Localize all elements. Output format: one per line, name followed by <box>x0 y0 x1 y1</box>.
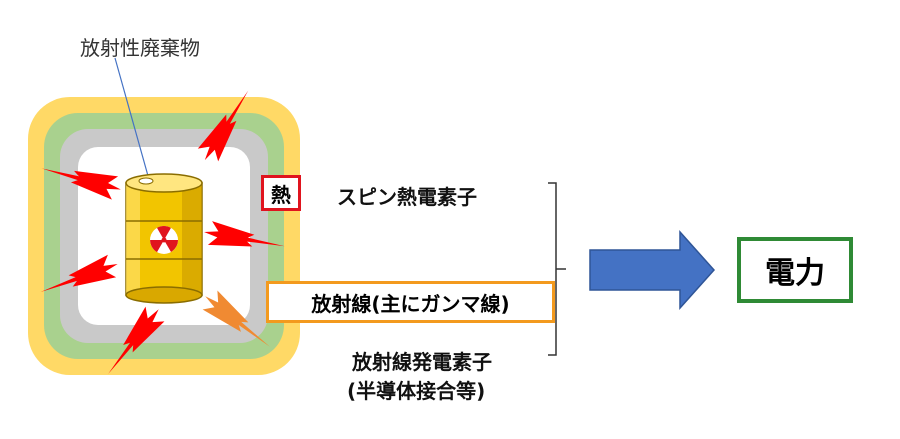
spin-device-label: スピン熱電素子 <box>337 185 477 209</box>
radiation-symbol-icon <box>150 226 178 254</box>
power-output-box: 電力 <box>737 237 853 303</box>
bracket <box>548 182 566 356</box>
waste-label: 放射性廃棄物 <box>80 36 200 60</box>
heat-label: 熱 <box>271 182 291 207</box>
power-label: 電力 <box>765 256 825 291</box>
conversion-arrow-icon <box>589 230 716 310</box>
radiation-device-examples: (半導体接合等) <box>347 379 486 403</box>
radiation-label: 放射線(主にガンマ線) <box>311 291 510 316</box>
waste-leader-line <box>114 57 151 184</box>
radiation-label-box: 放射線(主にガンマ線) <box>266 281 555 323</box>
heat-label-box: 熱 <box>261 175 301 211</box>
waste-drum-icon <box>125 173 203 304</box>
radiation-device-label: 放射線発電素子 <box>352 350 492 374</box>
